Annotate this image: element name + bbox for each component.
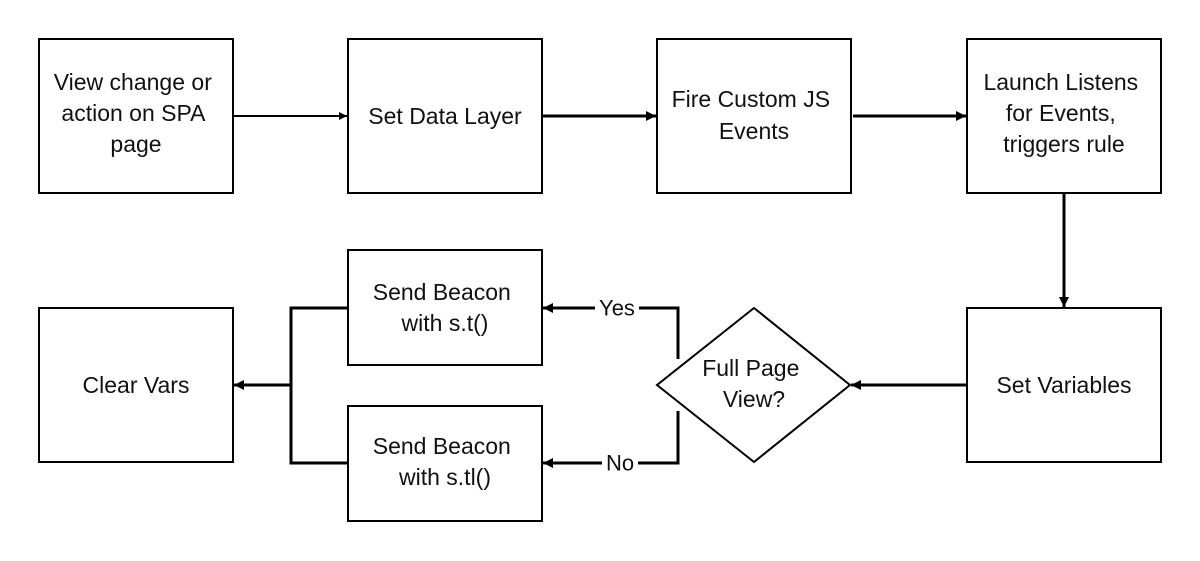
node-fire-custom-js-line-1: Fire Custom JS bbox=[672, 86, 830, 112]
node-view-change-line-1: View change or bbox=[54, 69, 212, 95]
node-send-beacon-tl-line-2: with s.tl() bbox=[398, 464, 491, 490]
edge-label-yes-group: Yes bbox=[595, 294, 639, 322]
node-full-page-view-line-2: View? bbox=[723, 386, 785, 412]
svg-text:Launch Listens for Even: Launch Listens for Events, triggers rule bbox=[983, 69, 1144, 157]
edge-label-no-bg bbox=[602, 449, 638, 477]
edge-label-yes-bg bbox=[595, 294, 639, 322]
svg-text:Set Variables: Set Variables bbox=[996, 372, 1131, 398]
svg-text:Set Data Layer: Set Data Layer bbox=[368, 103, 522, 129]
node-set-variables: Set Variables bbox=[966, 307, 1162, 463]
node-launch-listens: Launch Listens for Events, triggers rule bbox=[966, 38, 1162, 194]
node-send-beacon-tl: Send Beacon with s.tl() bbox=[347, 405, 543, 522]
edge-label-yes: Yes bbox=[599, 296, 635, 321]
arrow-full-page-view-yes bbox=[543, 303, 680, 359]
node-launch-listens-line-1: Launch Listens bbox=[983, 69, 1138, 95]
connector-send-beacon-t-merge bbox=[289, 306, 347, 465]
node-send-beacon-t: Send Beacon with s.t() bbox=[347, 249, 543, 366]
svg-text:Send Beacon with s.t(): Send Beacon with s.t() bbox=[373, 279, 518, 336]
node-view-change: View change or action on SPA page bbox=[38, 38, 234, 194]
edge-label-no-group: No bbox=[602, 449, 638, 477]
node-set-data-layer-line-1: Set Data Layer bbox=[368, 103, 522, 129]
node-fire-custom-js: Fire Custom JS Events bbox=[656, 38, 852, 194]
edge-label-no: No bbox=[606, 451, 634, 476]
node-set-variables-line-1: Set Variables bbox=[996, 372, 1131, 398]
node-set-data-layer: Set Data Layer bbox=[347, 38, 543, 194]
node-fire-custom-js-line-2: Events bbox=[719, 118, 789, 144]
node-send-beacon-t-line-1: Send Beacon bbox=[373, 279, 511, 305]
svg-text:View change or action on: View change or action on SPA page bbox=[54, 69, 219, 157]
node-view-change-line-2: action on SPA bbox=[61, 100, 206, 126]
svg-text:Clear Vars: Clear Vars bbox=[83, 372, 190, 398]
node-send-beacon-tl-line-1: Send Beacon bbox=[373, 433, 511, 459]
node-launch-listens-line-2: for Events, bbox=[1006, 100, 1116, 126]
svg-text:Full Page View?: Full Page View? bbox=[702, 355, 806, 412]
node-full-page-view: Full Page View? bbox=[655, 306, 852, 464]
node-launch-listens-line-3: triggers rule bbox=[1003, 131, 1124, 157]
svg-text:Send Beacon with s.tl(): Send Beacon with s.tl() bbox=[373, 433, 518, 490]
node-clear-vars-line-1: Clear Vars bbox=[83, 372, 190, 398]
node-send-beacon-t-line-2: with s.t() bbox=[401, 310, 489, 336]
node-clear-vars: Clear Vars bbox=[38, 307, 234, 463]
node-full-page-view-line-1: Full Page bbox=[702, 355, 799, 381]
node-view-change-line-3: page bbox=[110, 131, 161, 157]
svg-text:Fire Custom JS Events: Fire Custom JS Events bbox=[672, 86, 837, 144]
arrow-full-page-view-no bbox=[543, 411, 680, 468]
